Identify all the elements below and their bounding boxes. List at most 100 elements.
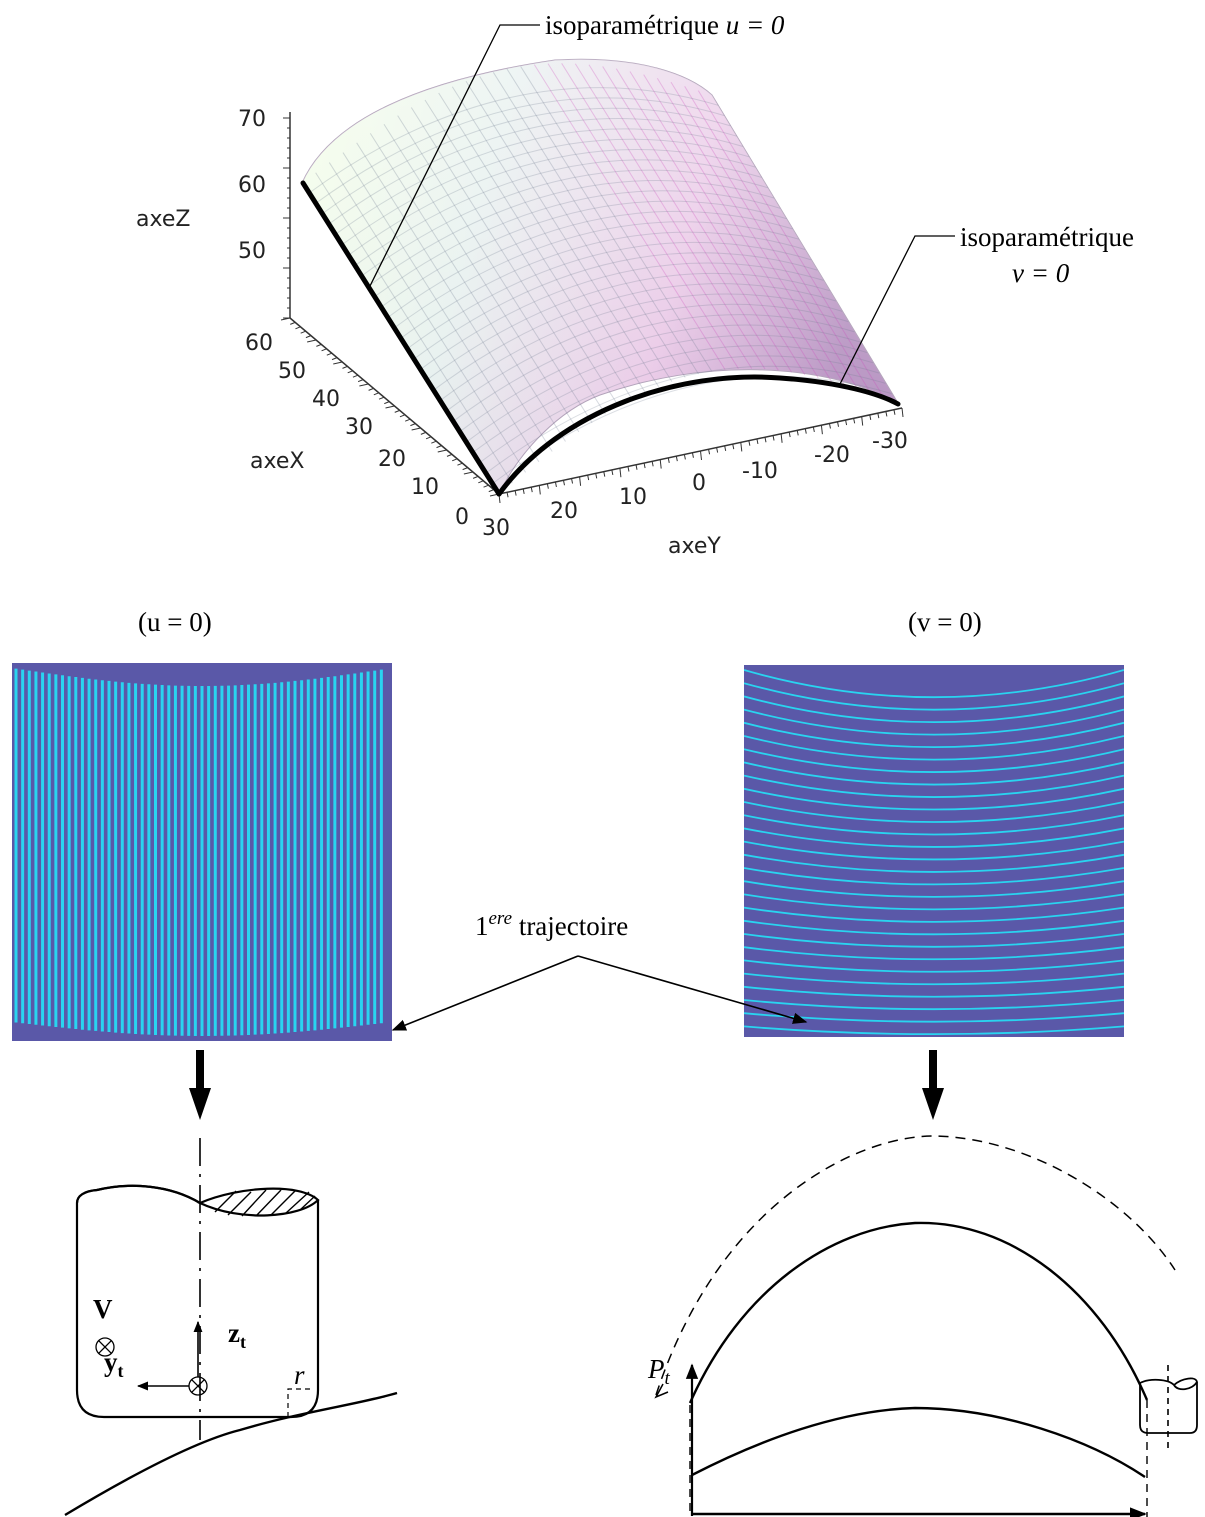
y-tick-mark [659,459,662,469]
y-tick-label: 0 [692,471,706,496]
iso-v-line [744,933,1124,948]
small-tool [1139,1365,1198,1450]
down-arrow-left [189,1050,211,1120]
y-tick-mark [869,414,872,420]
section-hatch [214,1189,316,1217]
iso-v-line [744,735,1124,761]
mesh-line [400,231,806,339]
left-panel-lines [14,668,383,1036]
tool-path-arrowhead [654,1383,669,1399]
mesh-line [410,107,606,415]
y-tick-mark [562,480,565,486]
x-tick-mark [472,475,479,479]
iso-v-line [744,801,1124,823]
y-tick-label: 20 [550,499,578,524]
x-tick-mark [307,339,317,343]
y-tick-mark [716,447,719,453]
iso-v-line [744,748,1124,773]
trajectory-arrow-right [577,955,808,1024]
x-tick-mark [316,343,322,347]
x-tick-mark [326,352,332,356]
mesh-line [406,241,812,350]
y-tick-mark [748,440,751,446]
y-tick-label: 30 [482,516,510,541]
y-tick-mark [724,445,727,451]
iso-v-line [744,972,1124,986]
iso-v-line [744,893,1124,911]
iso-v-line [744,946,1124,961]
mesh-line [479,355,880,464]
x-tick-mark [436,445,442,449]
y-tick-mark [691,452,694,458]
x-tick-label: 0 [455,505,469,530]
callout-u-label: isoparamétrique u = 0 [545,10,785,40]
y-tick-mark [756,438,759,445]
mesh-line [356,142,553,452]
isoparametric-v0-curve [496,374,901,497]
y-tick-mark [788,431,791,438]
y-tick-label: -10 [742,459,778,484]
x-tick-mark [457,462,463,466]
radius-marker [287,1388,312,1417]
axis-ticks [280,117,904,504]
iso-v-line [744,695,1124,724]
mesh-line [479,76,673,382]
y-tick-mark [603,471,606,477]
mesh-line [459,324,861,433]
y-tick-mark [675,456,678,462]
mesh-line [446,303,849,412]
mesh-line [367,180,775,288]
mesh-line [413,252,818,360]
y-tick-mark [812,426,815,433]
mesh-line [492,72,686,378]
iso-v-line [744,840,1124,861]
y-tick-mark [651,461,654,467]
y-tick-mark [619,468,622,478]
x-tick-mark [404,418,411,422]
y-tick-mark [845,419,848,426]
x-tick-mark [437,449,447,453]
mesh-line [452,314,855,422]
x-tick-mark [321,348,327,352]
y-tick-mark [571,478,574,484]
right-panel-lines [744,669,1124,1036]
right-panel-title: (v = 0) [908,607,982,637]
mesh-line [426,272,830,381]
mesh-line [387,210,793,319]
y-tick-mark [587,474,590,481]
x-tick-label: 30 [345,415,373,440]
mesh-line [602,66,793,373]
mesh-line [433,283,837,391]
iso-v-line [744,708,1124,736]
y-tick-mark [635,464,638,470]
left-panel-title: (u = 0) [138,607,212,637]
v-label: V [93,1294,113,1324]
mesh-line [315,172,513,484]
y-tick-mark [683,454,686,460]
iso-v-line [744,867,1124,886]
mesh-line [615,68,806,376]
y-tick-mark [667,457,670,463]
mesh-line [327,118,737,225]
surface-mesh [308,63,892,485]
x-tick-mark [368,387,374,391]
mesh-line [465,334,868,443]
trajectory-label: 1ere trajectoire [475,908,628,941]
iso-v-line [744,814,1124,836]
z-axis-label: axeZ [136,207,190,232]
y-tick-label: -20 [814,443,850,468]
x-tick-mark [425,436,432,440]
y-tick-mark [796,430,799,436]
mesh-line [424,99,620,407]
x-tick-mark [378,396,385,400]
y-tick-mark [740,442,743,452]
x-tick-mark [420,431,427,435]
x-tick-mark [452,458,458,462]
mesh-line [321,107,731,215]
y-tick-mark [764,437,767,443]
y-tick-mark [708,449,711,455]
y-tick-mark [579,476,582,486]
x-tick-label: 60 [245,331,273,356]
x-tick-mark [488,489,494,493]
